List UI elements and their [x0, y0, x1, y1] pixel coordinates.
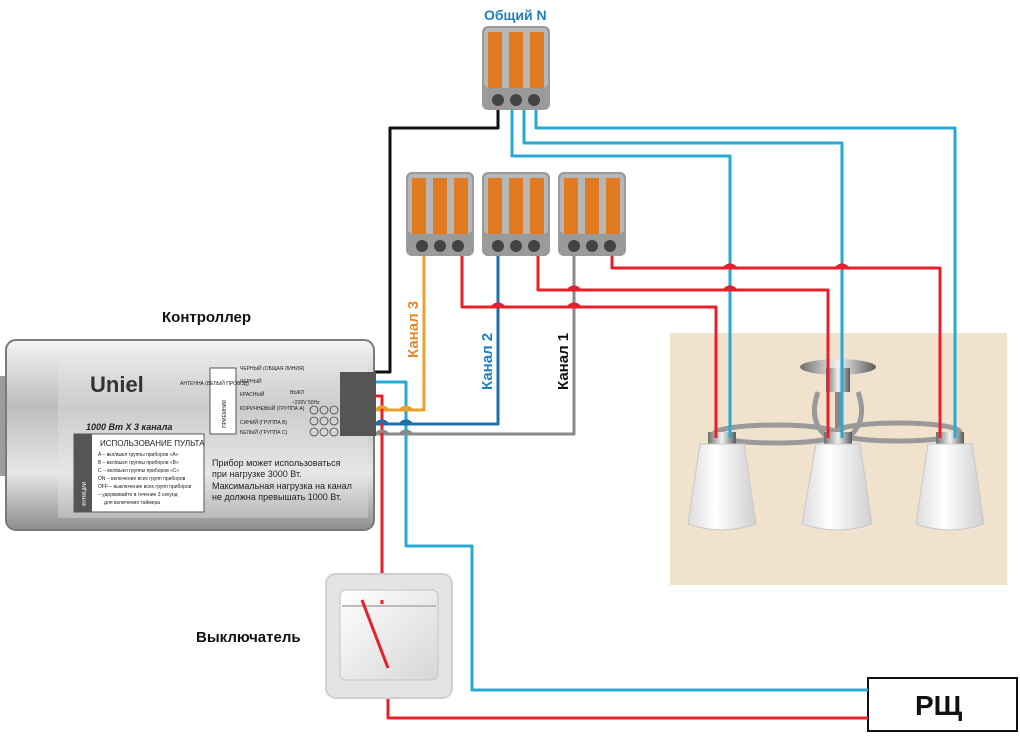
wire-n-right — [522, 110, 844, 438]
wire-n-controller — [330, 380, 868, 692]
connector-channel3 — [406, 172, 474, 256]
controller-remote-line: A – вкл/выкл группы приборов «A» — [98, 452, 179, 458]
connector-common-n — [482, 26, 550, 110]
controller-remote-line: для включения таймера — [104, 499, 160, 506]
label-channel2: Канал 2 — [479, 333, 496, 390]
controller-remote-title: ИСПОЛЬЗОВАНИЕ ПУЛЬТА — [100, 439, 205, 448]
label-channel3: Канал 3 — [405, 301, 422, 358]
controller-wire-label: КОРИЧНЕВЫЙ (ГРУППА А) — [240, 404, 305, 412]
controller-note-line: Прибор может использоваться — [212, 458, 341, 468]
label-switch: Выключатель — [196, 629, 301, 646]
controller-note-line: Максимальная нагрузка на канал — [212, 481, 352, 491]
wire-red-right-lamp — [610, 254, 942, 438]
label-controller: Контроллер — [162, 309, 251, 326]
controller-wire-label: КРАСНЫЙ — [240, 390, 265, 398]
controller-wire-label: СИНИЙ (ГРУППА В) — [240, 418, 287, 426]
lamp-shade-right — [915, 432, 985, 531]
wire-red-center-lamp — [536, 254, 830, 438]
label-panel: РЩ — [915, 690, 963, 721]
controller-antenna: АНТЕННА (БЕЛЫЙ ПРОВОД) — [180, 379, 249, 387]
controller-functions: ФУНКЦИИ — [82, 481, 88, 506]
controller-receiver: ПРИЕМНИК — [222, 400, 228, 428]
controller-remote-line: B – вкл/выкл группы приборов «B» — [98, 460, 179, 466]
controller-wire-label: ЧЕРНЫЙ — [240, 377, 262, 385]
controller-wire-label: ЧЕРНЫЙ (ОБЩАЯ ЛИНИЯ) — [240, 364, 305, 372]
label-common-n: Общий N — [484, 7, 547, 23]
wall-switch — [325, 573, 453, 699]
connector-channel2 — [482, 172, 550, 256]
controller-brand: Uniel — [90, 372, 144, 397]
wire-n-center — [510, 110, 732, 438]
wires — [330, 110, 957, 720]
terminal-markers — [309, 405, 339, 437]
controller-voltage: ~220V 50Hz — [292, 400, 320, 406]
controller-remote-line: – удерживайте в течение 3 секунд — [98, 491, 178, 498]
controller-wire-label: БЕЛЫЙ (ГРУППА С) — [240, 428, 288, 436]
switch-contact — [360, 599, 390, 669]
controller-note-line: при нагрузке 3000 Вт. — [212, 469, 302, 479]
label-channel1: Канал 1 — [555, 333, 572, 390]
controller-model: 1000 Вт X 3 канала — [86, 422, 172, 432]
controller-remote-line: ON – включение всех групп приборов — [98, 476, 186, 482]
controller-remote-line: C – вкл/выкл группы приборов «C» — [98, 468, 180, 474]
wire-crossings — [374, 263, 850, 436]
lamp-shade-center — [801, 432, 873, 531]
controller-remote-line: OFF – выключение всех групп приборов — [98, 484, 192, 490]
panel-box — [867, 677, 1018, 732]
wire-red-left-lamp — [460, 254, 718, 438]
controller-note-line: не должна превышать 1000 Вт. — [212, 492, 342, 502]
connector-channel1 — [558, 172, 626, 256]
controller-box: Uniel 1000 Вт X 3 канала АНТЕННА (БЕЛЫЙ … — [0, 339, 376, 531]
wire-n-left — [534, 110, 957, 438]
controller-switch-mark: ВЫКЛ — [290, 390, 304, 396]
